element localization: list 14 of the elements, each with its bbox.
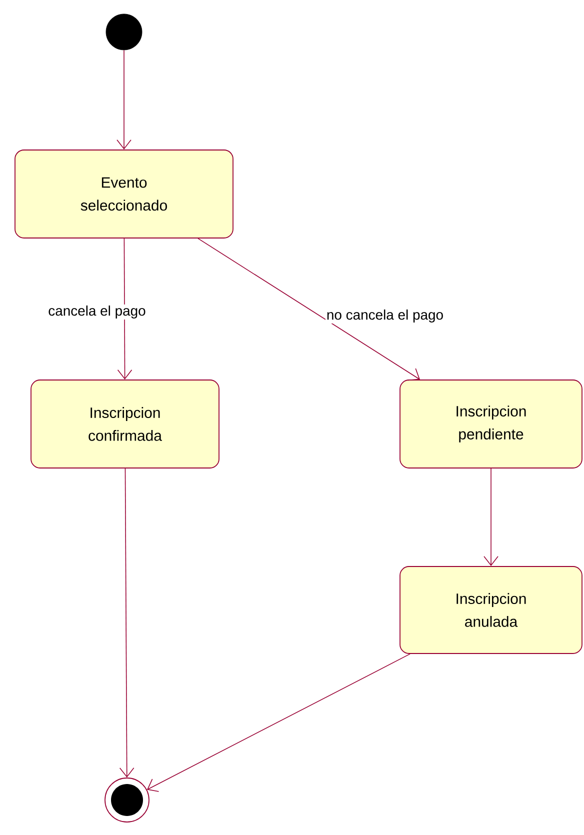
arrow [119,468,134,778]
edge-label: cancela el pago [47,304,147,320]
arrow [198,238,420,381]
arrow [484,468,498,566]
state-box: Inscripcion pendiente [400,380,582,468]
final-state [104,778,150,822]
state-box: Evento seleccionado [14,150,234,238]
arrow [116,50,132,150]
arrow [146,654,410,792]
arrow [117,238,132,380]
state-box: Inscripcion confirmada [30,380,220,468]
state-box: Inscripcion anulada [400,566,582,654]
edge-label: no cancela el pago [325,308,445,324]
initial-state [106,14,142,50]
